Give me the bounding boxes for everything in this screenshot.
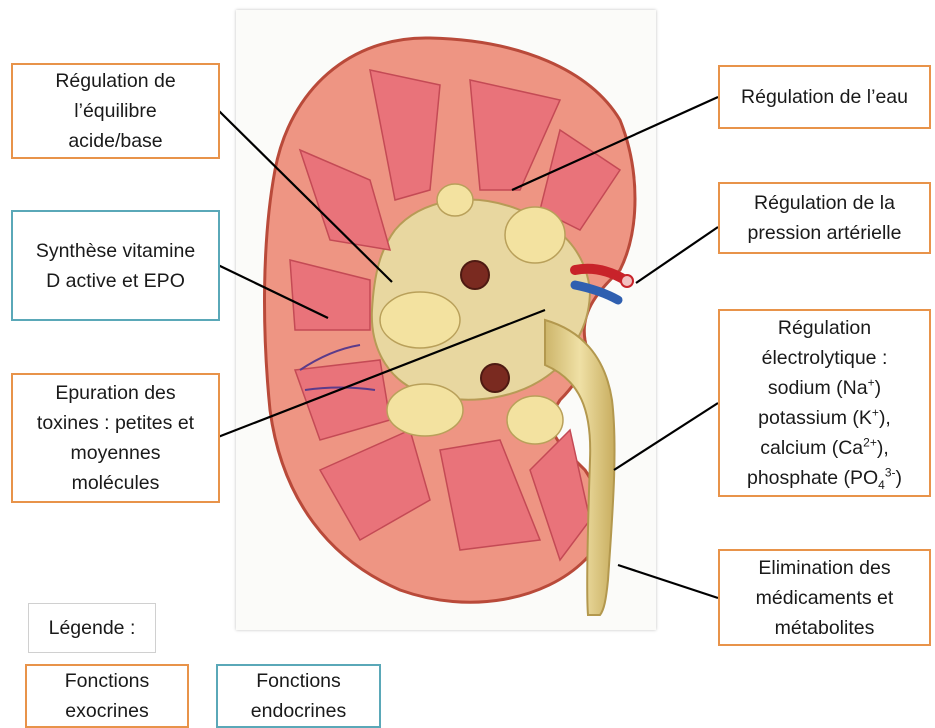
label-blood-pressure-regulation: Régulation de la pression artérielle [718,182,931,254]
label-toxin-clearance: Epuration des toxines : petites et moyen… [11,373,220,503]
legend-endocrine-functions: Fonctions endocrines [216,664,381,728]
calcium-line: calcium (Ca2+), [747,433,902,463]
label-electrolyte-regulation: Régulation électrolytique : sodium (Na+)… [718,309,931,497]
sodium-line: sodium (Na+) [747,373,902,403]
calyx-opening-upper [461,261,489,289]
label-acid-base-regulation: Régulation de l’équilibre acide/base [11,63,220,159]
calyx-opening-lower [481,364,509,392]
potassium-line: potassium (K+), [747,403,902,433]
label-water-regulation: Régulation de l’eau [718,65,931,129]
legend-exocrine-functions: Fonctions exocrines [25,664,189,728]
phosphate-line: phosphate (PO43-) [747,463,902,493]
legend-title: Légende : [28,603,156,653]
label-vitamin-d-epo-synthesis: Synthèse vitamine D active et EPO [11,210,220,321]
label-drug-elimination: Elimination des médicaments et métabolit… [718,549,931,646]
